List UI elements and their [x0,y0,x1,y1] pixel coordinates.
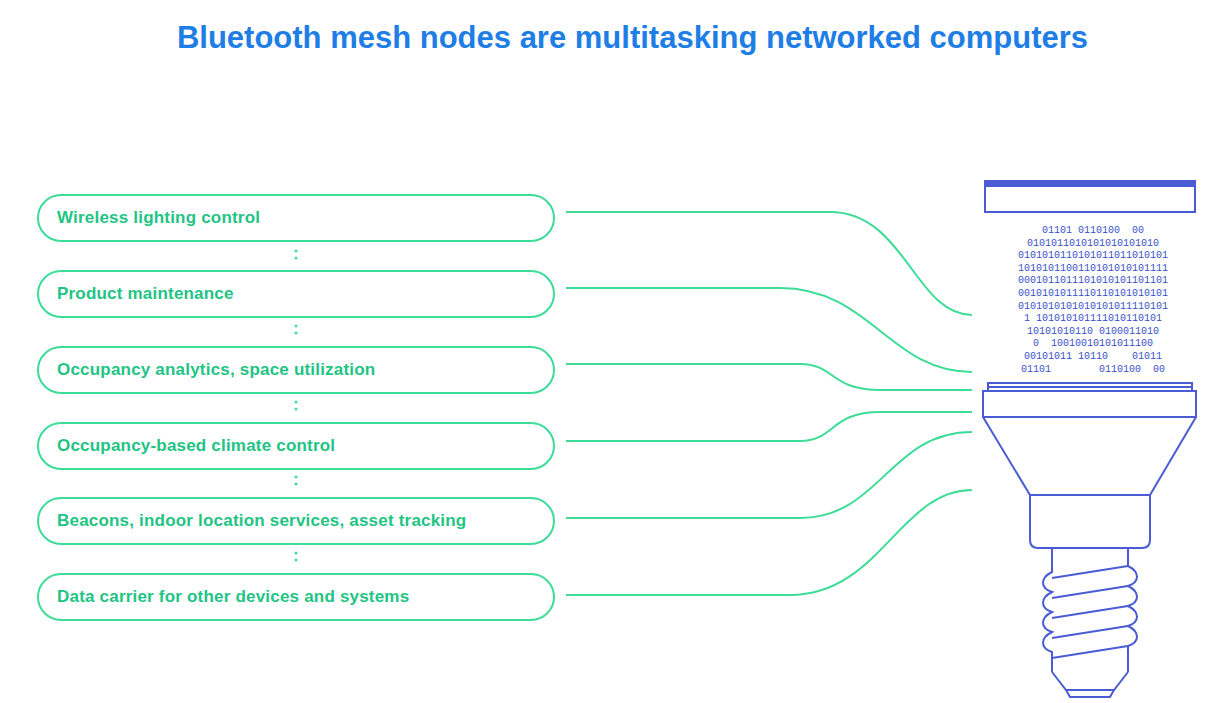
leader-lines [566,212,972,595]
binary-digits: 0101010110101011011010101 [998,250,1188,263]
binary-digits: 0 10010010101011100 [998,338,1188,351]
feature-pill: Wireless lighting control [37,194,555,242]
binary-digits: 0101010101010101011110101 [998,301,1188,314]
binary-digits: 0101011010101010101010 [998,238,1188,251]
binary-digits: 1 101010101111010110101 [998,313,1188,326]
feature-label: Product maintenance [57,284,234,304]
binary-digits: 00101011 10110 01011 [998,351,1188,364]
feature-label: Wireless lighting control [57,208,260,228]
feature-pill: Occupancy-based climate control [37,422,555,470]
diagram-title: Bluetooth mesh nodes are multitasking ne… [40,20,1219,56]
feature-pill: Product maintenance [37,270,555,318]
feature-label: Beacons, indoor location services, asset… [57,511,466,531]
feature-label: Occupancy analytics, space utilization [57,360,375,380]
feature-pill: Data carrier for other devices and syste… [37,573,555,621]
feature-label: Occupancy-based climate control [57,436,335,456]
binary-digits: 1010101100110101010101111 [998,263,1188,276]
feature-label: Data carrier for other devices and syste… [57,587,409,607]
binary-digits: 0010101011110110101010101 [998,288,1188,301]
binary-digits: 01101 0110100 00 [998,225,1188,238]
binary-digits: 0001011011101010101101101 [998,275,1188,288]
binary-digits: 01101 0110100 00 [998,364,1188,377]
feature-pill: Beacons, indoor location services, asset… [37,497,555,545]
bulb-drawing [983,180,1196,697]
feature-pill: Occupancy analytics, space utilization [37,346,555,394]
binary-digits: 10101010110 0100011010 [998,326,1188,339]
